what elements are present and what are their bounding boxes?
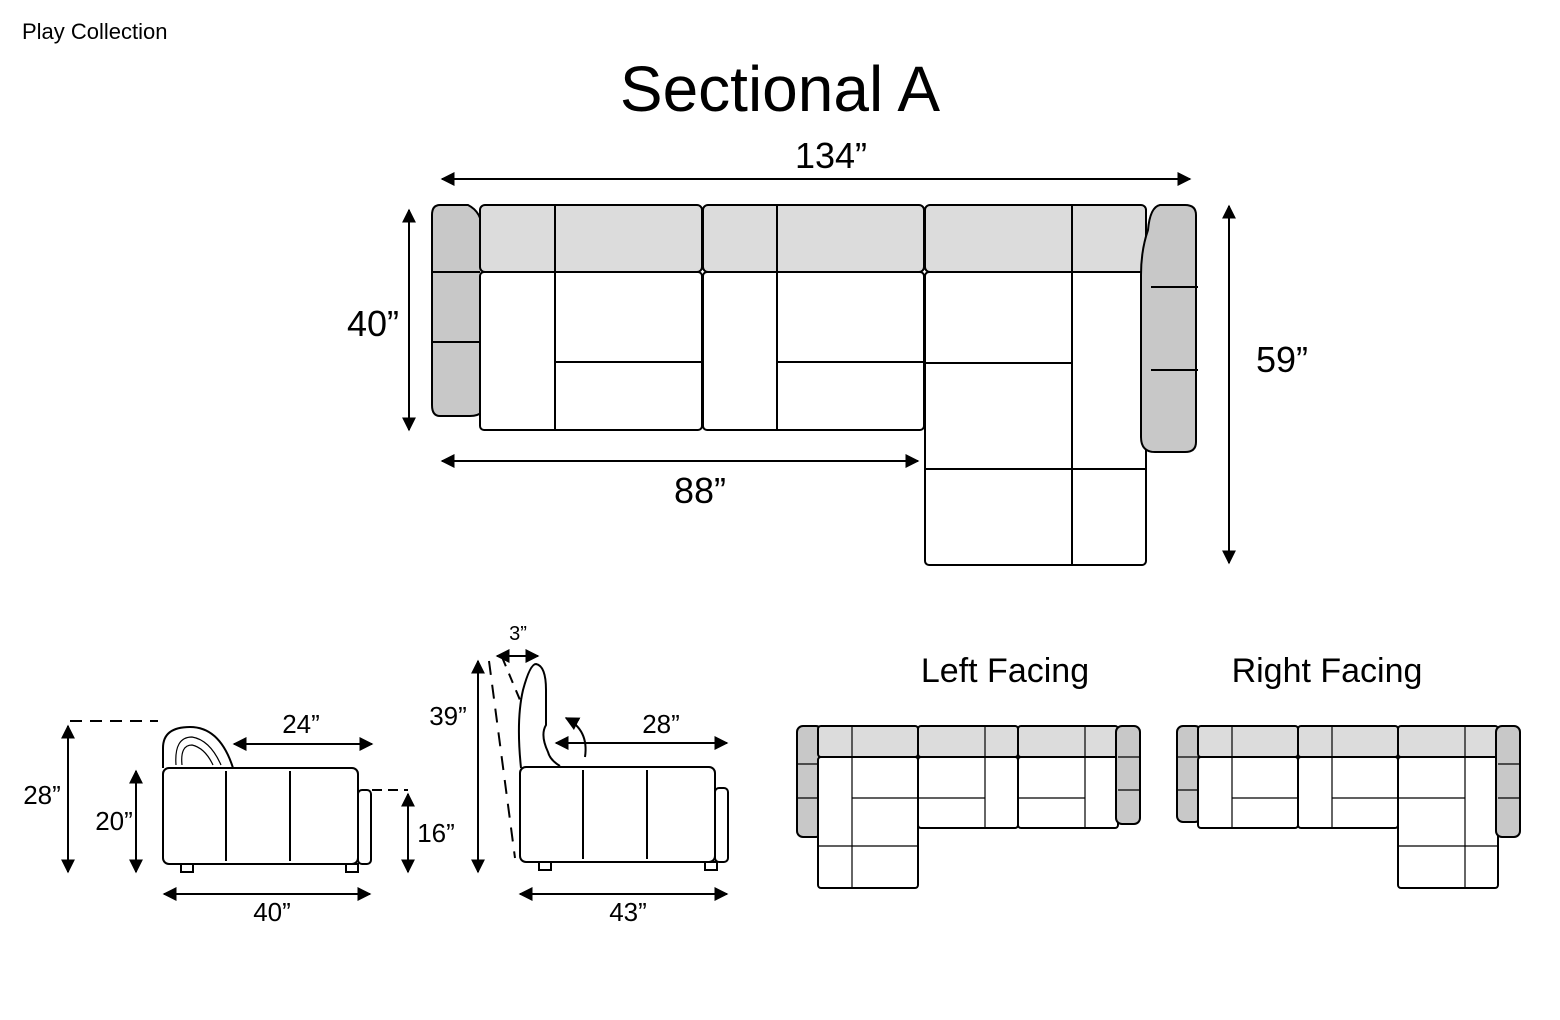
chaise-module [924, 271, 1147, 566]
right-facing-label: Right Facing [1232, 652, 1423, 690]
left-facing-diagram [796, 725, 1141, 889]
side-seat-body [162, 767, 359, 865]
right-facing-diagram [1176, 725, 1521, 889]
top-view-sectional [431, 204, 1198, 566]
left-facing-label: Left Facing [921, 652, 1089, 690]
back-cushion-1 [479, 204, 703, 273]
side-depth-label: 40” [253, 897, 291, 927]
back-cushion-3 [924, 204, 1147, 273]
arm-height-label: 16” [417, 818, 455, 848]
recline-arrow [564, 717, 587, 758]
recline-depth-label: 43” [609, 897, 647, 927]
page-title: Sectional A [619, 53, 941, 125]
collection-name: Play Collection [22, 19, 168, 44]
recline-view [488, 656, 729, 871]
overall-height-label: 28” [23, 780, 61, 810]
reclined-height-label: 39” [429, 701, 467, 731]
sofa-length-label: 88” [674, 470, 726, 511]
seat-module-1 [479, 271, 703, 431]
seat-module-2 [702, 271, 925, 431]
sofa-depth-label: 40” [347, 303, 399, 344]
chaise-depth-label: 59” [1256, 339, 1308, 380]
overall-width-label: 134” [795, 135, 867, 176]
right-arm [1140, 204, 1197, 453]
recline-offset-label: 3” [509, 623, 527, 645]
back-cushion-2 [702, 204, 925, 273]
recline-seat-depth-label: 28” [642, 709, 680, 739]
recline-seat-body [519, 766, 716, 863]
seat-depth-label: 24” [282, 709, 320, 739]
left-arm [431, 204, 487, 417]
side-view [162, 725, 372, 873]
seat-height-label: 20” [95, 806, 133, 836]
